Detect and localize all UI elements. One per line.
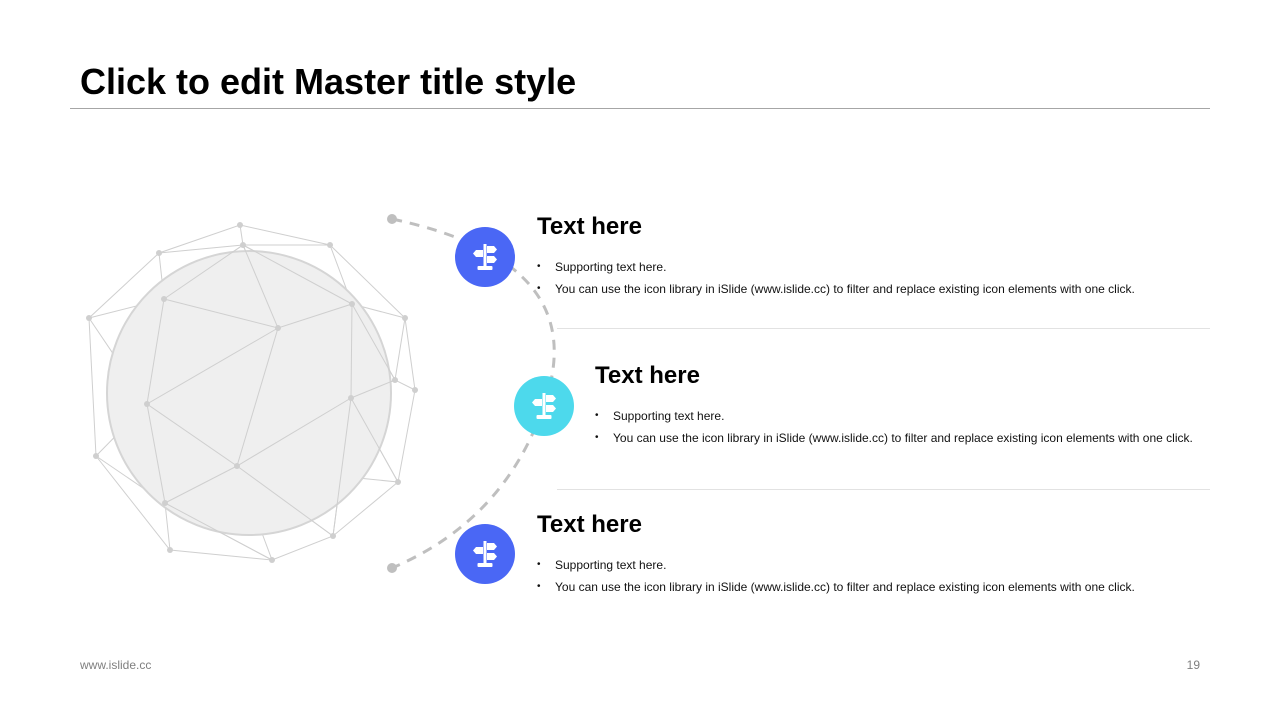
bullet-list: Supporting text here. You can use the ic… (595, 405, 1193, 449)
page-number: 19 (1186, 658, 1200, 672)
mesh-nodes (86, 222, 418, 563)
badge-3 (455, 524, 515, 584)
slide-title[interactable]: Click to edit Master title style (80, 61, 577, 102)
bullet-item[interactable]: Supporting text here. (595, 405, 1193, 427)
bullet-item[interactable]: You can use the icon library in iSlide (… (537, 576, 1135, 598)
bullet-item[interactable]: Supporting text here. (537, 256, 1135, 278)
bullet-item[interactable]: Supporting text here. (537, 554, 1135, 576)
separator-line (557, 328, 1210, 329)
item-heading[interactable]: Text here (537, 213, 642, 240)
bullet-item[interactable]: You can use the icon library in iSlide (… (537, 278, 1135, 300)
title-underline (70, 108, 1210, 109)
separator-line (557, 489, 1210, 490)
text-block-1: Text here Supporting text here. You can … (537, 213, 1135, 300)
footer-url: www.islide.cc (80, 658, 152, 672)
connector-arc (391, 217, 556, 570)
badge-1 (455, 227, 515, 287)
text-block-3: Text here Supporting text here. You can … (537, 511, 1135, 598)
badge-2 (514, 376, 574, 436)
item-heading[interactable]: Text here (595, 362, 700, 389)
bullet-list: Supporting text here. You can use the ic… (537, 256, 1135, 300)
text-block-2: Text here Supporting text here. You can … (595, 362, 1193, 449)
connector-start-dot (387, 214, 397, 224)
bullet-item[interactable]: You can use the icon library in iSlide (… (595, 427, 1193, 449)
item-heading[interactable]: Text here (537, 511, 642, 538)
sphere-body (106, 250, 392, 536)
connector-end-dot (387, 563, 397, 573)
bullet-list: Supporting text here. You can use the ic… (537, 554, 1135, 598)
